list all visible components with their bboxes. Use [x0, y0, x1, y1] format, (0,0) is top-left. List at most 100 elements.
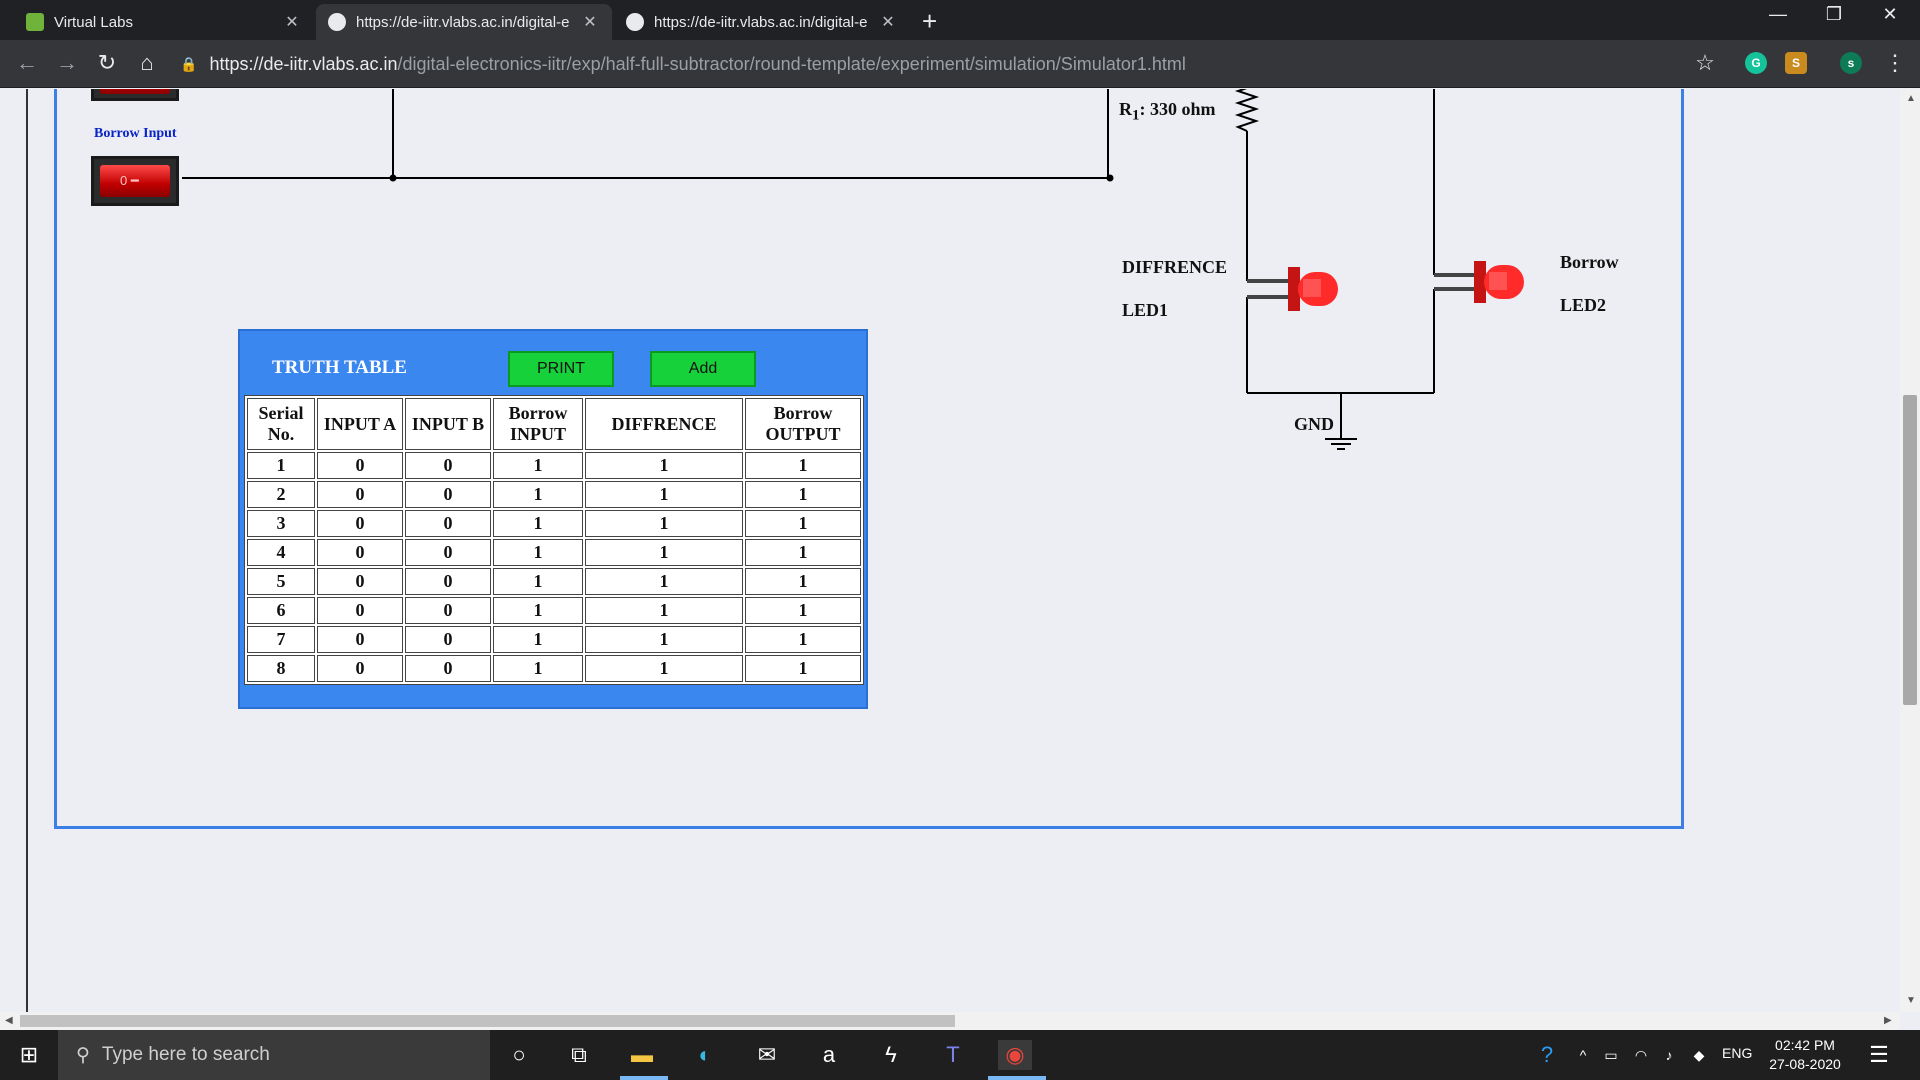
virtual-labs-favicon-icon — [26, 13, 44, 31]
cell-input-a: 0 — [317, 597, 403, 624]
resistor-label: R1: 330 ohm — [1119, 99, 1216, 124]
scroll-down-icon[interactable]: ▼ — [1906, 995, 1916, 1006]
minimize-icon[interactable]: — — [1769, 4, 1787, 24]
borrow-input-switch[interactable]: 0 ━ — [91, 156, 179, 206]
language-indicator[interactable]: ENG — [1722, 1045, 1753, 1061]
home-icon[interactable]: ⌂ — [140, 50, 154, 75]
junction-dot — [389, 174, 397, 182]
cell-input-b: 0 — [405, 539, 491, 566]
wifi-icon[interactable]: ◠ — [1634, 1047, 1648, 1063]
cell-input-b: 0 — [405, 568, 491, 595]
windows-start-icon[interactable]: ⊞ — [19, 1042, 39, 1067]
clock-date: 27-08-2020 — [1769, 1056, 1841, 1072]
taskbar-search-box[interactable]: ⚲ Type here to search — [58, 1030, 490, 1080]
url-path: /digital-electronics-iitr/exp/half-full-… — [397, 53, 1186, 74]
volume-icon[interactable]: ♪ — [1665, 1047, 1673, 1063]
amazon-icon[interactable]: a — [822, 1042, 836, 1067]
cell-borrow-input: 1 — [493, 597, 583, 624]
dropbox-icon[interactable]: ◆ — [1693, 1047, 1705, 1063]
scroll-up-icon[interactable]: ▲ — [1906, 93, 1916, 104]
cell-input-a: 0 — [317, 510, 403, 537]
close-tab-icon[interactable]: ✕ — [285, 14, 299, 31]
cell-difference: 1 — [585, 452, 743, 479]
cell-serial: 5 — [247, 568, 315, 595]
cortana-icon[interactable]: ○ — [512, 1042, 526, 1067]
input-b-switch[interactable] — [91, 89, 179, 101]
add-button[interactable]: Add — [650, 351, 756, 387]
cell-borrow-input: 1 — [493, 539, 583, 566]
reload-icon[interactable]: ↻ — [97, 50, 117, 75]
forward-arrow-icon[interactable]: → — [56, 50, 78, 75]
browser-tab-bar: Virtual Labs ✕ https://de-iitr.vlabs.ac.… — [0, 0, 1920, 40]
new-tab-button[interactable]: + — [922, 6, 938, 36]
tab-virtual-labs[interactable]: Virtual Labs ✕ — [14, 4, 314, 40]
cell-difference: 1 — [585, 568, 743, 595]
chrome-icon[interactable]: ◉ — [998, 1040, 1032, 1070]
active-app-indicator — [988, 1076, 1046, 1080]
cell-borrow-output: 1 — [745, 539, 861, 566]
url-host: https://de-iitr.vlabs.ac.in — [209, 53, 398, 74]
gnd-label: GND — [1294, 414, 1334, 434]
horizontal-scrollbar[interactable]: ◀ ▶ — [0, 1012, 1900, 1030]
tab-simulator-active[interactable]: https://de-iitr.vlabs.ac.in/digital-e ✕ — [316, 4, 612, 40]
resistor-subscript: 1 — [1132, 107, 1140, 124]
scroll-right-icon[interactable]: ▶ — [1884, 1015, 1892, 1026]
cell-serial: 6 — [247, 597, 315, 624]
teams-icon[interactable]: T — [946, 1042, 960, 1067]
resistor-zigzag — [1234, 89, 1260, 132]
print-button[interactable]: PRINT — [508, 351, 614, 387]
system-clock[interactable]: 02:42 PM 27-08-2020 — [1760, 1036, 1850, 1074]
edge-browser-icon[interactable]: ◐ — [698, 1042, 712, 1067]
cell-input-a: 0 — [317, 655, 403, 682]
back-arrow-icon[interactable]: ← — [16, 50, 38, 75]
cell-borrow-input: 1 — [493, 655, 583, 682]
switch-rocker: 0 ━ — [100, 165, 170, 197]
mail-icon[interactable]: ✉ — [757, 1042, 777, 1067]
vertical-scroll-thumb[interactable] — [1903, 395, 1917, 705]
help-icon[interactable]: ? — [1540, 1042, 1554, 1067]
page-viewport: Borrow Input 0 ━ — [0, 89, 1900, 1012]
tab-title: https://de-iitr.vlabs.ac.in/digital-e — [654, 13, 868, 31]
cell-input-a: 0 — [317, 568, 403, 595]
scroll-left-icon[interactable]: ◀ — [5, 1015, 13, 1026]
restore-icon[interactable]: ❐ — [1825, 4, 1843, 24]
vertical-scrollbar[interactable]: ▲ ▼ — [1900, 89, 1920, 1012]
close-tab-icon[interactable]: ✕ — [583, 14, 597, 31]
battery-icon[interactable]: ▭ — [1604, 1047, 1618, 1063]
cell-borrow-output: 1 — [745, 481, 861, 508]
header-difference: DIFFRENCE — [585, 398, 743, 450]
show-hidden-icons-chevron-icon[interactable]: ^ — [1579, 1047, 1587, 1063]
tab-simulator[interactable]: https://de-iitr.vlabs.ac.in/digital-e ✕ — [614, 4, 910, 40]
header-input-a: INPUT A — [317, 398, 403, 450]
menu-kebab-icon[interactable]: ⋮ — [1884, 50, 1906, 75]
task-view-icon[interactable]: ⧉ — [571, 1042, 587, 1067]
cell-serial: 7 — [247, 626, 315, 653]
cell-difference: 1 — [585, 481, 743, 508]
app-bolt-icon[interactable]: ϟ — [885, 1042, 897, 1067]
bookmark-star-icon[interactable]: ☆ — [1695, 50, 1715, 75]
address-bar[interactable]: 🔒 https://de-iitr.vlabs.ac.in /digital-e… — [180, 50, 1680, 78]
close-tab-icon[interactable]: ✕ — [881, 14, 895, 31]
led2-id-label: LED2 — [1560, 295, 1607, 315]
switch-state-text: 0 — [120, 173, 128, 188]
close-window-icon[interactable]: ✕ — [1882, 4, 1898, 24]
grammarly-extension-icon[interactable]: G — [1745, 52, 1767, 74]
horizontal-scroll-thumb[interactable] — [20, 1015, 955, 1027]
search-placeholder: Type here to search — [101, 1044, 270, 1065]
cell-difference: 1 — [585, 626, 743, 653]
file-explorer-icon[interactable]: ▬ — [631, 1042, 653, 1067]
profile-avatar[interactable]: s — [1840, 52, 1862, 74]
notifications-icon[interactable]: ☰ — [1869, 1042, 1889, 1067]
active-app-indicator — [620, 1076, 668, 1080]
cell-input-b: 0 — [405, 597, 491, 624]
extension-icon[interactable]: S — [1785, 52, 1807, 74]
tab-title: https://de-iitr.vlabs.ac.in/digital-e — [356, 13, 570, 31]
